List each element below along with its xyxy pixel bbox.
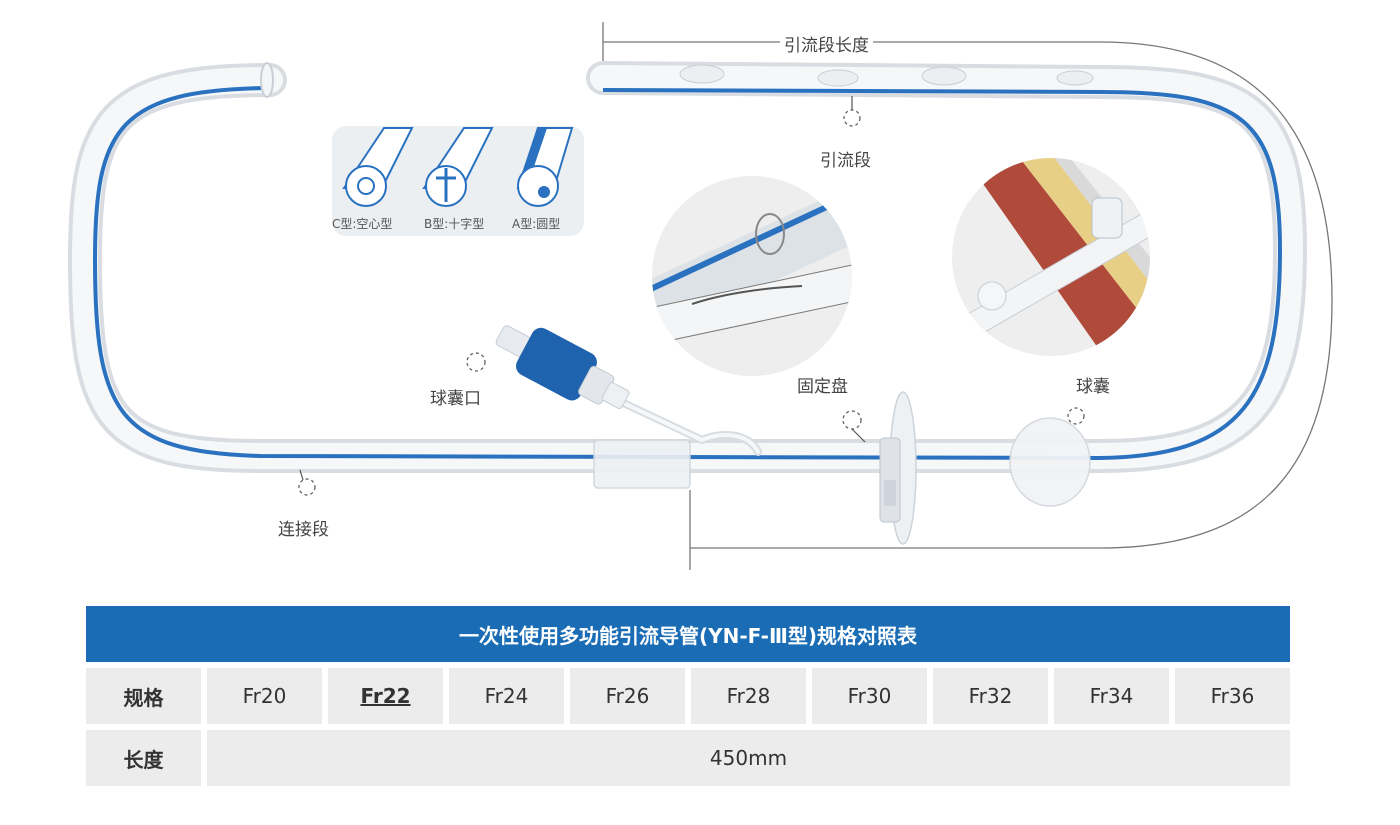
length-dimension-line xyxy=(602,22,1333,570)
length-header: 长度 xyxy=(86,730,201,786)
balloon-callout-marker xyxy=(1067,407,1085,425)
a-type-label: A型:圆型 xyxy=(512,217,561,231)
spec-length-row: 长度 450mm xyxy=(86,730,1290,786)
cross-section-inset xyxy=(332,126,584,236)
spec-table: 一次性使用多功能引流导管(YN-F-Ⅲ型)规格对照表 规格 Fr20 Fr22 … xyxy=(86,606,1290,786)
size-header: 规格 xyxy=(86,668,201,724)
tube-open-end xyxy=(260,62,274,98)
a-type-section xyxy=(516,127,574,207)
spec-size-row: 规格 Fr20 Fr22 Fr24 Fr26 Fr28 Fr30 Fr32 Fr… xyxy=(86,668,1290,724)
c-type-section xyxy=(342,127,414,207)
balloon-port-label: 球囊口 xyxy=(426,384,485,409)
c-type-label: C型:空心型 xyxy=(332,217,393,231)
balloon-label: 球囊 xyxy=(1072,372,1114,397)
fixing-disc xyxy=(879,391,917,545)
port-callout-marker xyxy=(466,352,486,372)
size-cell: Fr20 xyxy=(207,668,322,724)
disc-callout-marker xyxy=(842,410,862,430)
connecting-section-label: 连接段 xyxy=(274,515,333,540)
drain-section-label: 引流段 xyxy=(816,146,875,171)
cross-section-shapes xyxy=(342,127,574,207)
length-value: 450mm xyxy=(207,730,1290,786)
balloon-shape xyxy=(1009,417,1091,507)
size-cell: Fr32 xyxy=(933,668,1048,724)
detail-circle-connection xyxy=(652,176,852,376)
size-cell: Fr30 xyxy=(812,668,927,724)
b-type-label: B型:十字型 xyxy=(424,217,485,231)
size-cell: Fr26 xyxy=(570,668,685,724)
connect-callout-marker xyxy=(298,478,316,496)
size-cell: Fr36 xyxy=(1175,668,1290,724)
catheter-illustration xyxy=(67,22,1333,570)
drain-length-label: 引流段长度 xyxy=(780,31,873,56)
detail-circle-tissue xyxy=(952,158,1150,356)
size-cell: Fr24 xyxy=(449,668,564,724)
catheter-diagram: 引流段长度 引流段 球囊口 固定盘 球囊 连接段 C型:空心型 B型 xyxy=(67,22,1333,570)
size-cell: Fr28 xyxy=(691,668,806,724)
spec-table-title: 一次性使用多功能引流导管(YN-F-Ⅲ型)规格对照表 xyxy=(86,606,1290,662)
size-cell: Fr22 xyxy=(328,668,443,724)
balloon-port-connector xyxy=(495,325,630,410)
drain-callout-marker xyxy=(843,109,861,127)
junction-sleeve xyxy=(593,439,691,489)
b-type-section xyxy=(422,127,494,207)
fixing-disc-label: 固定盘 xyxy=(793,372,852,397)
size-cell: Fr34 xyxy=(1054,668,1169,724)
